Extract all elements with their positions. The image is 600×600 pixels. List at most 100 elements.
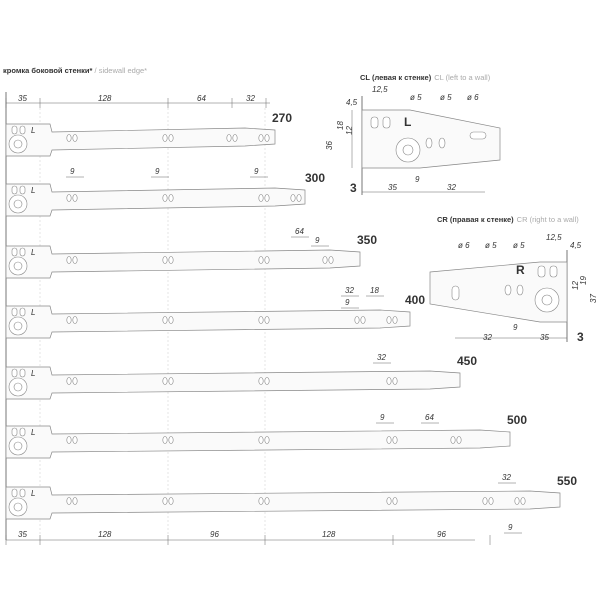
pivot-center <box>13 382 23 392</box>
bottom-dim-96b: 96 <box>437 530 446 539</box>
screw-hole <box>264 497 270 505</box>
cr-v2: 19 <box>579 276 588 285</box>
screw-hole <box>482 497 488 505</box>
screw-hole <box>162 316 168 324</box>
cr-d3: ø 5 <box>513 241 525 250</box>
rail-dim-label: 64 <box>425 413 434 422</box>
screw-hole <box>66 134 72 142</box>
cr-d5: 4,5 <box>570 241 582 250</box>
screw-hole <box>386 377 392 385</box>
screw-hole <box>168 497 174 505</box>
cl-d5: ø 6 <box>467 93 479 102</box>
rail-length-label: 300 <box>305 171 325 185</box>
screw-hole <box>232 134 238 142</box>
screw-hole <box>264 134 270 142</box>
rail-dim-label: 18 <box>370 286 379 295</box>
mount-slot <box>11 185 18 195</box>
screw-hole <box>72 497 78 505</box>
screw-hole <box>168 134 174 142</box>
cl-letter: L <box>404 115 411 129</box>
cl-v1: 18 <box>336 121 345 130</box>
rail-dim-label: 32 <box>502 473 511 482</box>
screw-hole <box>66 377 72 385</box>
top-dim-35: 35 <box>18 94 27 103</box>
screw-hole <box>168 377 174 385</box>
screw-hole <box>66 194 72 202</box>
screw-hole <box>322 256 328 264</box>
screw-hole <box>514 497 520 505</box>
rail-dim-label: 32 <box>377 353 386 362</box>
pivot-center <box>13 139 23 149</box>
rail-dim-label: 9 <box>155 167 160 176</box>
screw-hole <box>258 194 264 202</box>
screw-hole <box>168 256 174 264</box>
mount-slot <box>19 368 26 378</box>
pivot-center <box>13 502 23 512</box>
screw-hole <box>354 316 360 324</box>
rail-letter: L <box>31 428 35 437</box>
cl-h4: 32 <box>447 183 456 192</box>
rail-length-label: 500 <box>507 413 527 427</box>
screw-hole <box>258 436 264 444</box>
rail-dim-label: 9 <box>70 167 75 176</box>
rail-dim-label: 9 <box>508 523 513 532</box>
rail-length-label: 450 <box>457 354 477 368</box>
rail-letter: L <box>31 186 35 195</box>
screw-hole <box>328 256 334 264</box>
rail-letter: L <box>31 308 35 317</box>
rail-300: L 300 9 9 9 <box>5 167 325 217</box>
top-dim-32: 32 <box>246 94 255 103</box>
mount-slot <box>11 368 18 378</box>
rail-body <box>5 245 361 279</box>
pivot-center <box>13 261 23 271</box>
screw-hole <box>162 497 168 505</box>
screw-hole <box>72 256 78 264</box>
cr-title: CR (правая к стенке)CR (right to a wall) <box>437 215 579 224</box>
screw-hole <box>264 194 270 202</box>
screw-hole <box>450 436 456 444</box>
rail-length-label: 400 <box>405 293 425 307</box>
rail-dim-label: 9 <box>254 167 259 176</box>
screw-hole <box>72 436 78 444</box>
screw-hole <box>296 194 302 202</box>
screw-hole <box>392 436 398 444</box>
screw-hole <box>72 194 78 202</box>
rail-letter: L <box>31 489 35 498</box>
top-dimension-chain: 35 128 64 32 <box>5 94 270 108</box>
mount-slot <box>19 427 26 437</box>
screw-hole <box>168 436 174 444</box>
screw-hole <box>264 316 270 324</box>
cl-title: CL (левая к стенке)CL (left to a wall) <box>360 73 491 82</box>
cl-d1: 4,5 <box>346 98 358 107</box>
screw-hole <box>72 377 78 385</box>
screw-hole <box>66 256 72 264</box>
cr-detail: CR (правая к стенке)CR (right to a wall)… <box>429 215 598 344</box>
bottom-dim-96: 96 <box>210 530 219 539</box>
cl-detail: CL (левая к стенке)CL (left to a wall) L… <box>325 73 501 195</box>
cl-h2: 35 <box>388 183 397 192</box>
pivot-center <box>13 441 23 451</box>
cl-d4: ø 5 <box>440 93 452 102</box>
bottom-dim-128b: 128 <box>322 530 336 539</box>
screw-hole <box>520 497 526 505</box>
mount-slot <box>11 247 18 257</box>
cr-h4: 3 <box>577 330 584 344</box>
screw-hole <box>66 497 72 505</box>
cr-letter: R <box>516 263 525 277</box>
rail-dim-label: 9 <box>380 413 385 422</box>
screw-hole <box>72 316 78 324</box>
screw-hole <box>488 497 494 505</box>
cl-h3: 9 <box>415 175 420 184</box>
cr-h3: 35 <box>540 333 549 342</box>
rail-body <box>5 123 276 157</box>
rail-500: L 500 9 64 <box>5 413 527 459</box>
screw-hole <box>456 436 462 444</box>
cr-v1: 12 <box>571 281 580 290</box>
screw-hole <box>66 316 72 324</box>
screw-hole <box>72 134 78 142</box>
